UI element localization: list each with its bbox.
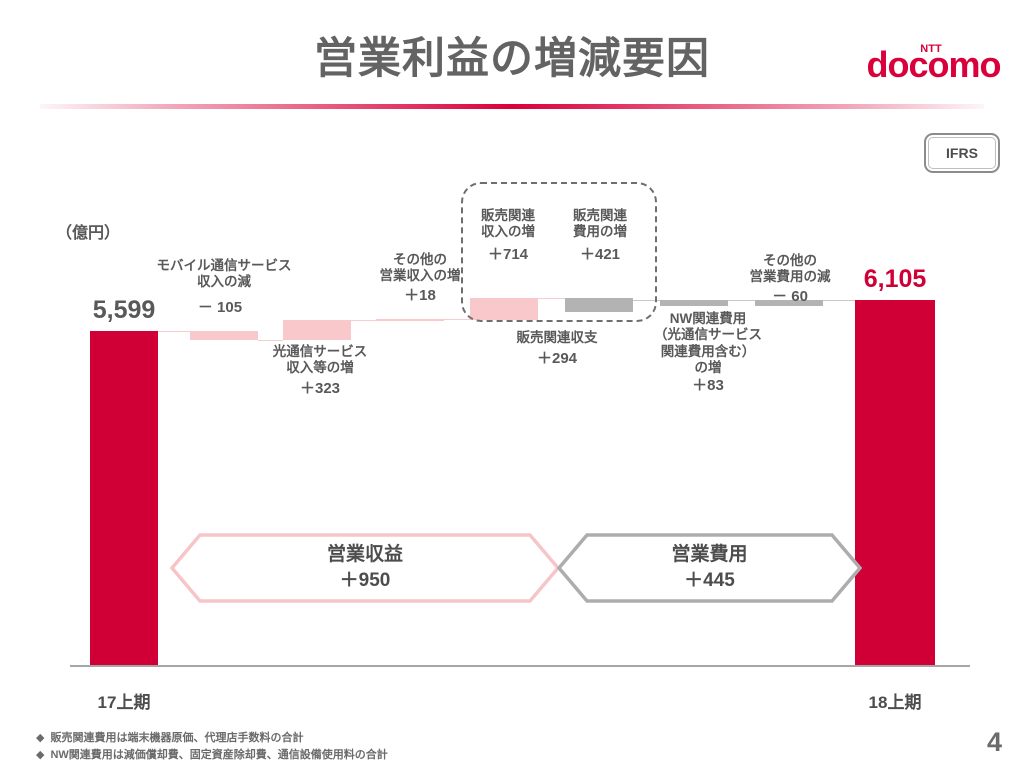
value-sales-revenue: ＋714: [487, 246, 529, 263]
page-title: 営業利益の増減要因: [314, 35, 710, 83]
docomo-logo: NTT docomo: [861, 36, 1006, 85]
value-other-revenue: ＋18: [404, 287, 436, 304]
tick-label-start: 17上期: [97, 693, 151, 712]
bar-other-revenue: [376, 319, 444, 321]
bar-start-total: [90, 331, 158, 665]
cost-summary-hexagon: 営業費用 ＋445: [556, 533, 863, 603]
page-number: 4: [986, 727, 1002, 757]
connector-8: [823, 300, 855, 301]
connector-6: [633, 300, 660, 301]
diamond-bullet-icon: ◆: [36, 732, 45, 744]
value-mobile-revenue: － 105: [197, 299, 243, 316]
footnote-item: ◆ NW関連費用は減価償却費、固定資産除却費、通信設備使用料の合計: [36, 747, 388, 764]
tick-label-end: 18上期: [868, 693, 922, 712]
unit-label: （億円）: [56, 225, 121, 242]
label-optical-revenue: 光通信サービス 収入等の増: [272, 344, 368, 376]
bar-nw-cost: [660, 300, 728, 306]
bar-sales-revenue: [470, 298, 538, 320]
sales-related-group-box: [461, 182, 657, 322]
cost-summary-value: ＋445: [684, 570, 735, 591]
label-sales-revenue: 販売関連 収入の増: [481, 208, 535, 240]
diamond-bullet-icon: ◆: [36, 749, 45, 762]
bar-sales-cost: [565, 298, 633, 312]
value-sales-cost: ＋421: [579, 246, 621, 263]
footnotes: ◆ 販売関連費用は端末機器原価、代理店手数料の合計 ◆ NW関連費用は減価償却費、固…: [36, 730, 388, 764]
connector-4: [444, 319, 470, 320]
connector-1: [158, 331, 190, 332]
revenue-summary-value: ＋950: [339, 570, 391, 591]
label-other-cost: その他の 営業費用の減: [749, 253, 831, 285]
value-nw-cost: ＋83: [692, 377, 724, 394]
svg-text:NTT: NTT: [920, 43, 942, 55]
revenue-summary-label: 営業収益: [326, 544, 403, 566]
start-total-value: 5,599: [92, 296, 156, 324]
revenue-summary-hexagon: 営業収益 ＋950: [169, 533, 561, 603]
label-sales-net: 販売関連収支: [516, 330, 598, 345]
ifrs-badge: IFRS: [924, 133, 1000, 173]
bar-optical-revenue: [283, 320, 351, 340]
svg-text:docomo: docomo: [867, 44, 1001, 82]
label-sales-cost: 販売関連 費用の増: [573, 208, 627, 240]
bar-mobile-revenue: [190, 331, 258, 340]
value-other-cost: － 60: [772, 288, 808, 305]
label-nw-cost: NW関連費用 （光通信サービス 関連費用含む） の増: [654, 311, 762, 376]
header-divider: [40, 104, 984, 109]
cost-summary-label: 営業費用: [671, 544, 748, 566]
label-other-revenue: その他の 営業収入の増: [379, 252, 461, 284]
connector-2: [258, 340, 283, 341]
baseline-axis: [70, 665, 970, 667]
footnote-item: ◆ 販売関連費用は端末機器原価、代理店手数料の合計: [36, 730, 388, 747]
connector-5: [538, 298, 565, 299]
footnote-text: 販売関連費用は端末機器原価、代理店手数料の合計: [50, 732, 304, 744]
connector-3: [351, 320, 376, 321]
value-sales-net: ＋294: [536, 350, 578, 367]
connector-7: [728, 300, 755, 301]
value-optical-revenue: ＋323: [299, 380, 341, 397]
end-total-value: 6,105: [863, 265, 927, 293]
label-mobile-revenue: モバイル通信サービス 収入の減: [156, 258, 292, 290]
bar-end-total: [855, 300, 935, 665]
bar-other-cost: [755, 300, 823, 306]
footnote-text: NW関連費用は減価償却費、固定資産除却費、通信設備使用料の合計: [50, 749, 388, 762]
